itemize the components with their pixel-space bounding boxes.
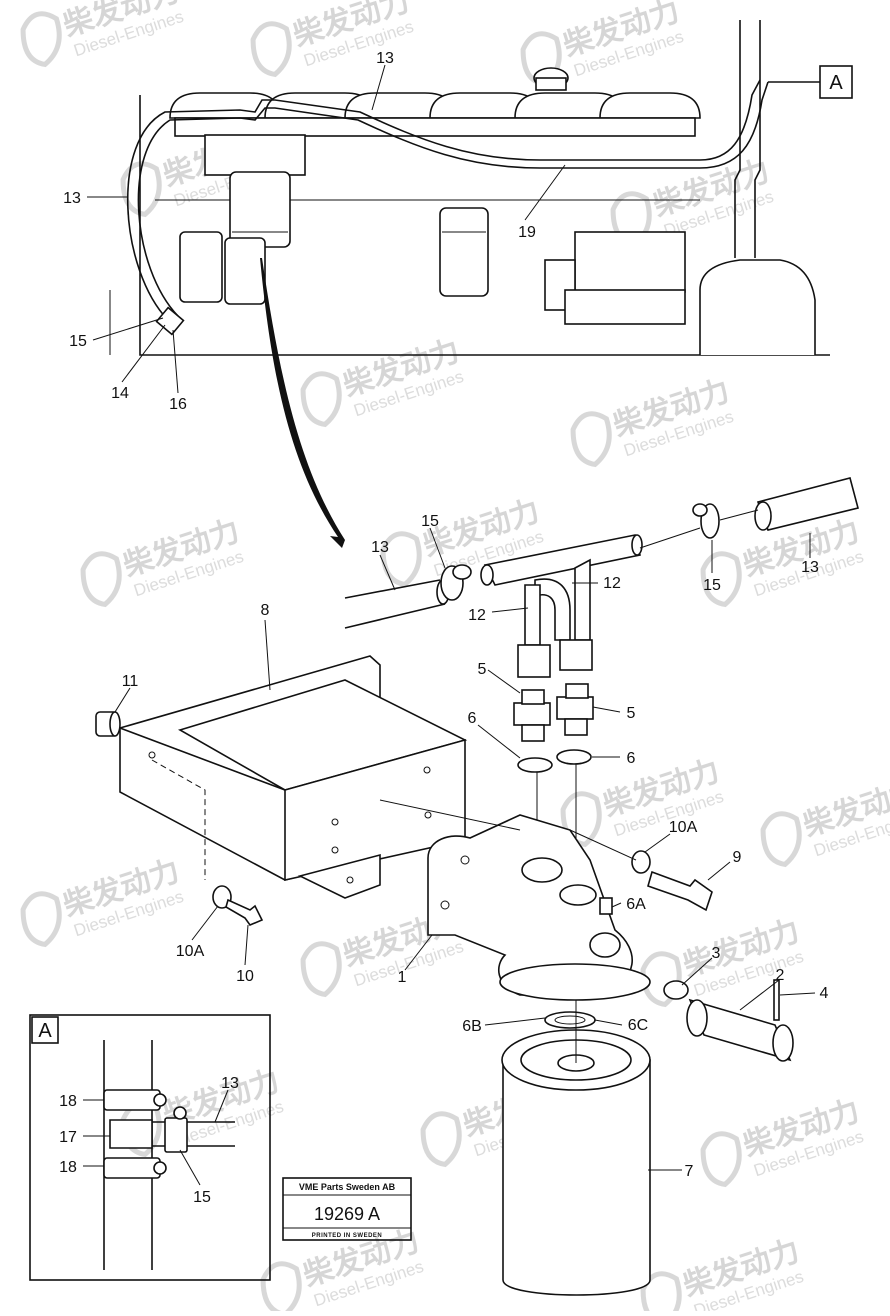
callout-12-right: 12 <box>603 575 621 592</box>
callout-6b: 6B <box>462 1018 482 1035</box>
callout-16: 16 <box>169 396 187 413</box>
callout-13-hose-right: 13 <box>801 559 819 576</box>
callout-9: 9 <box>733 849 742 866</box>
callout-6-left: 6 <box>468 710 477 727</box>
callout-10: 10 <box>236 968 254 985</box>
exploded-assembly-drawing <box>95 477 859 1296</box>
watermark-logo-icon <box>250 21 292 78</box>
callout-11: 11 <box>122 673 139 690</box>
watermark-logo-icon <box>760 811 802 868</box>
callout-13-top: 13 <box>376 50 394 67</box>
callout-14: 14 <box>111 385 129 402</box>
callout-4: 4 <box>820 985 829 1002</box>
callout-6c: 6C <box>628 1017 648 1034</box>
callout-15-engine: 15 <box>69 333 87 350</box>
watermark-logo-icon <box>520 31 562 88</box>
watermark-logo-icon <box>300 941 342 998</box>
callout-18-lower: 18 <box>59 1159 77 1176</box>
watermark-logo-icon <box>80 551 122 608</box>
leader-lines <box>83 64 816 1186</box>
callout-15-clamp-right: 15 <box>703 577 721 594</box>
callout-13-detail: 13 <box>221 1075 239 1092</box>
callout-2: 2 <box>776 967 785 984</box>
watermark-logo-icon <box>260 1261 302 1316</box>
callout-6a: 6A <box>626 896 646 913</box>
watermark-logo-icon <box>570 411 612 468</box>
callout-19: 19 <box>518 224 536 241</box>
callout-1: 1 <box>398 969 407 986</box>
watermark-logo-icon <box>700 1131 742 1188</box>
detail-a-label: A <box>38 1020 52 1042</box>
detail-a-inset <box>29 1014 271 1281</box>
callout-15-detail: 15 <box>193 1189 211 1206</box>
callout-10a-right: 10A <box>669 819 698 836</box>
callout-3: 3 <box>712 945 721 962</box>
stamp-company: VME Parts Sweden AB <box>299 1182 396 1192</box>
callout-15-clamp-left: 15 <box>421 513 439 530</box>
view-ref-a: A <box>829 72 843 94</box>
watermark-logo-icon <box>700 551 742 608</box>
watermark-logo-icon <box>20 11 62 68</box>
watermark-logo-icon <box>20 891 62 948</box>
engine-overview-drawing <box>109 20 853 548</box>
callout-8: 8 <box>261 602 270 619</box>
callout-12-left: 12 <box>468 607 486 624</box>
stamp-drawing-number: 19269 A <box>314 1204 380 1224</box>
watermark-logo-icon <box>300 371 342 428</box>
callout-labels: 13 13 19 15 14 16 A 15 13 12 12 15 13 8 … <box>38 50 843 1206</box>
callout-13-left: 13 <box>63 190 81 207</box>
stamp-printed: PRINTED IN SWEDEN <box>312 1233 383 1239</box>
callout-5-right: 5 <box>627 705 636 722</box>
watermark-logo-icon <box>420 1111 462 1168</box>
callout-18-upper: 18 <box>59 1093 77 1110</box>
callout-5-left: 5 <box>478 661 487 678</box>
callout-17: 17 <box>59 1129 77 1146</box>
callout-7: 7 <box>685 1163 694 1180</box>
callout-13-hose-left: 13 <box>371 539 389 556</box>
callout-6-right: 6 <box>627 750 636 767</box>
drawing-stamp: VME Parts Sweden AB 19269 A PRINTED IN S… <box>282 1177 412 1241</box>
callout-10a-left: 10A <box>176 943 205 960</box>
